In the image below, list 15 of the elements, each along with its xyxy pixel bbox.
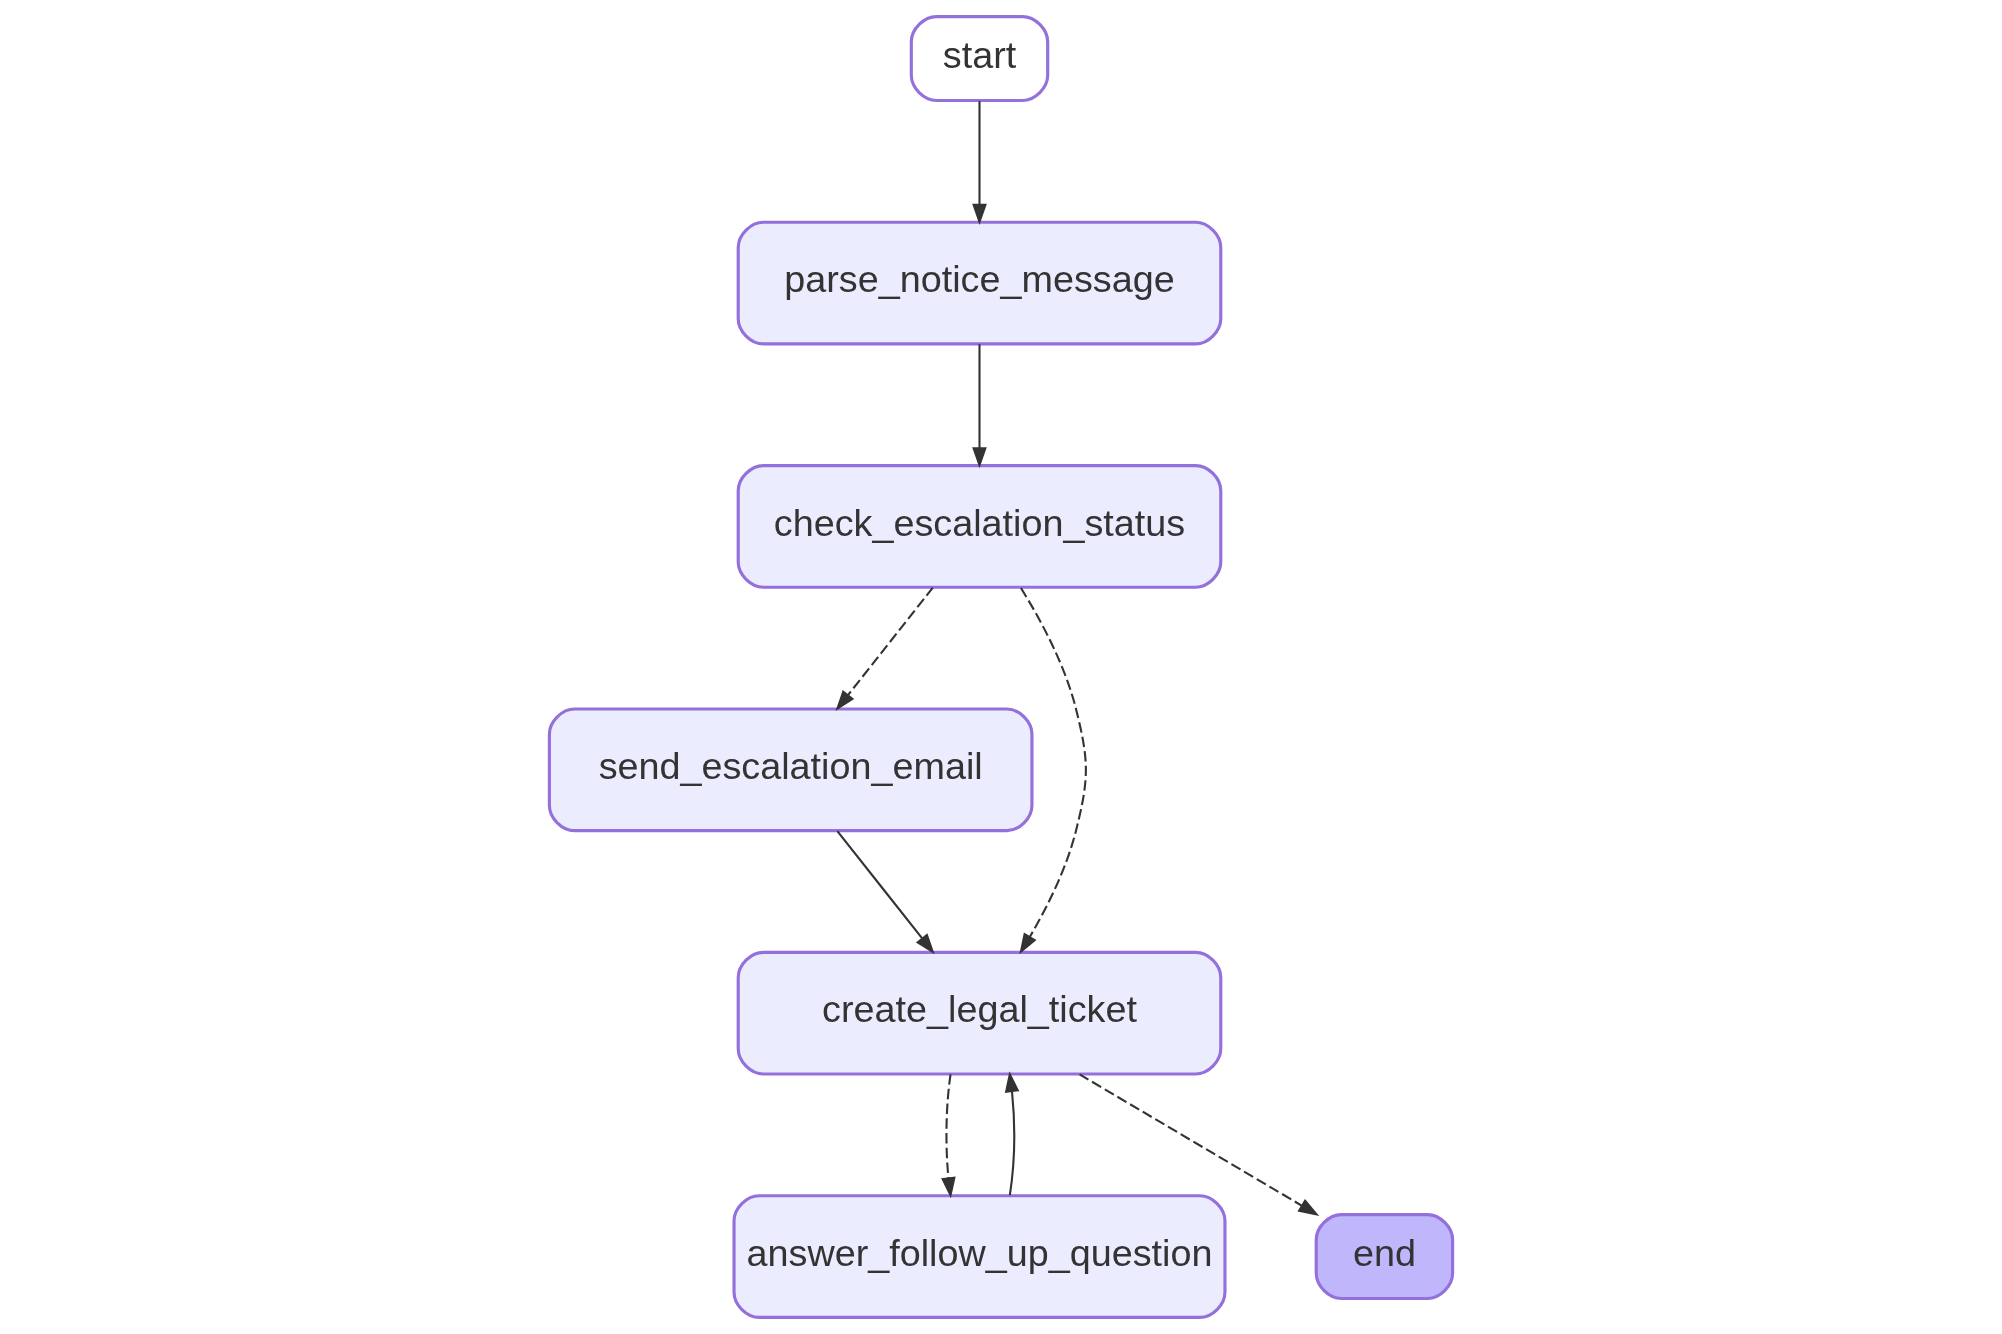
arrow (836, 830, 935, 955)
arrow (1019, 587, 1087, 955)
node-box: answer_follow_up_question (732, 1194, 1227, 1319)
arrow (1079, 1073, 1320, 1216)
arrow (941, 1074, 956, 1199)
node-box: end (1314, 1213, 1455, 1301)
node-box: send_escalation_email (547, 707, 1034, 833)
arrow (972, 101, 987, 225)
node-box: check_escalation_status (736, 464, 1223, 589)
arrow (835, 587, 934, 711)
arrow (972, 344, 987, 469)
node-box: parse_notice_message (736, 220, 1223, 346)
arrow (1004, 1071, 1020, 1196)
node-box: start (909, 15, 1050, 103)
node-box: create_legal_ticket (736, 950, 1223, 1076)
